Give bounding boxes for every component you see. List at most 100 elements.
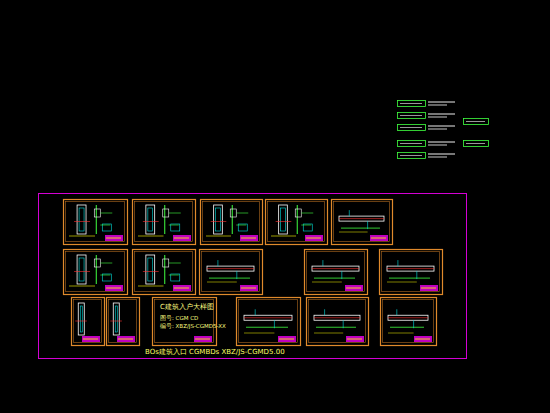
sheet-inner-frame xyxy=(383,300,434,343)
legend-text-stroke xyxy=(428,157,447,158)
title-block-line xyxy=(241,288,256,289)
sheet-frame xyxy=(133,200,196,245)
axis-line xyxy=(74,271,90,272)
title-block-line xyxy=(371,238,386,239)
legend-item-box xyxy=(398,101,426,107)
leader-line xyxy=(397,309,414,328)
section-profile xyxy=(232,205,233,234)
leader-line xyxy=(169,263,181,275)
legend-item-line xyxy=(400,143,422,144)
dimension-line xyxy=(138,286,164,287)
sheet-inner-frame xyxy=(155,300,214,343)
axis-line xyxy=(339,218,384,219)
door-elevation xyxy=(113,303,119,335)
title-block xyxy=(105,235,123,241)
dimension-line xyxy=(339,232,368,233)
sheet-frame xyxy=(266,200,328,245)
leader-line xyxy=(218,260,237,279)
legend-item-box xyxy=(398,125,426,131)
sheet-inner-frame xyxy=(66,202,125,242)
legend-item-box xyxy=(398,141,426,147)
legend-item-line xyxy=(400,127,422,128)
dimension-line xyxy=(69,236,95,237)
detail-node xyxy=(163,209,169,217)
sheet-frame xyxy=(307,298,369,346)
legend-item-box xyxy=(398,113,426,119)
dimension-line xyxy=(271,236,296,237)
title-block-line xyxy=(106,288,121,289)
title-block xyxy=(420,285,438,291)
legend-item-box xyxy=(464,141,489,147)
title-block-line xyxy=(174,238,189,239)
profile-line xyxy=(316,327,356,328)
leader-line xyxy=(301,213,313,225)
section-profile xyxy=(164,205,165,234)
axis-line xyxy=(110,321,122,322)
legend-item-line xyxy=(400,155,422,156)
axis-line xyxy=(244,317,292,318)
legend-text-stroke xyxy=(428,117,447,118)
legend-item-line xyxy=(466,143,485,144)
door-elevation xyxy=(214,205,223,234)
sheet-inner-frame xyxy=(203,202,260,242)
title-block xyxy=(173,235,191,241)
legend-item-line xyxy=(400,115,422,116)
detail-node xyxy=(163,259,169,267)
axis-line xyxy=(388,317,428,318)
title-block-line xyxy=(174,288,189,289)
leader-line xyxy=(398,260,417,279)
legend-cluster xyxy=(398,101,489,159)
title-block xyxy=(105,285,123,291)
profile-line xyxy=(341,228,380,229)
door-leaf xyxy=(79,258,84,281)
profile-line xyxy=(390,327,424,328)
door-leaf xyxy=(79,208,84,231)
dimension-line xyxy=(206,236,231,237)
title-block-line xyxy=(118,339,133,340)
detail-node xyxy=(295,209,301,217)
door-leaf xyxy=(148,258,153,281)
legend-text-stroke xyxy=(428,105,447,106)
legend-item-box xyxy=(398,153,426,159)
sheet-inner-frame xyxy=(109,300,137,343)
axis-line xyxy=(143,221,159,222)
sheet-frame xyxy=(153,298,217,346)
title-block-line xyxy=(241,238,256,239)
drawing-code: 编号: XBZ/JS-CGMD5-XX xyxy=(160,324,226,330)
legend-text-stroke xyxy=(428,129,447,130)
frame-border xyxy=(39,194,467,359)
sheet-inner-frame xyxy=(268,202,325,242)
dimension-line xyxy=(138,236,164,237)
title-block xyxy=(240,285,258,291)
section-profile xyxy=(96,205,97,234)
legend-text-stroke xyxy=(428,141,455,142)
legend-text-stroke xyxy=(428,101,455,102)
title-block-line xyxy=(106,238,121,239)
sheet-inner-frame xyxy=(135,252,193,292)
sheet-inner-frame xyxy=(74,300,102,343)
legend-text-stroke xyxy=(428,153,455,154)
title-block-line xyxy=(415,339,430,340)
leader-line xyxy=(236,213,248,225)
title-block-line xyxy=(346,288,361,289)
section-profile xyxy=(96,255,97,284)
door-leaf xyxy=(115,306,117,332)
axis-line xyxy=(387,268,434,269)
legend-item-line xyxy=(466,121,485,122)
door-leaf xyxy=(216,208,221,231)
beam-section xyxy=(388,315,428,320)
sheet-inner-frame xyxy=(135,202,193,242)
beam-section xyxy=(244,315,292,320)
axis-line xyxy=(75,321,87,322)
title-block xyxy=(194,336,212,342)
sheet-inner-frame xyxy=(307,252,365,292)
beam-section xyxy=(207,266,254,271)
leader-line xyxy=(325,309,344,328)
sheet-frame xyxy=(72,298,105,346)
title-block xyxy=(117,336,135,342)
leader-line xyxy=(323,260,342,279)
frame-caption: BOs建筑入口 CGMBDs XBZ/JS-CGMD5.00 xyxy=(145,349,285,356)
detail-node xyxy=(94,259,100,267)
dimension-line xyxy=(312,282,342,283)
